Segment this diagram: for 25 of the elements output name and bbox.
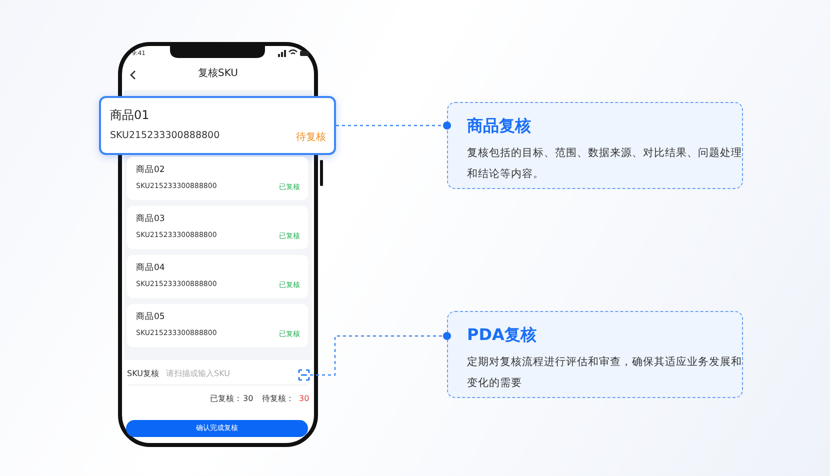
callout-title: PDA复核 bbox=[467, 325, 536, 346]
callout-title: 商品复核 bbox=[467, 116, 531, 137]
count-label: 待复核： bbox=[262, 394, 294, 404]
item-name: 商品05 bbox=[136, 311, 165, 323]
item-name: 商品02 bbox=[136, 164, 165, 176]
input-field: 请扫描或输入SKU bbox=[166, 367, 292, 381]
callout-text: 定期对复核流程进行评估和审查，确保其适应业务发展和变化的需要 bbox=[467, 355, 743, 391]
count-label: 已复核： bbox=[210, 394, 242, 404]
item-card bbox=[127, 157, 308, 200]
item-name: 商品04 bbox=[136, 262, 165, 274]
item-name: 商品03 bbox=[136, 213, 165, 225]
callout-box bbox=[447, 102, 743, 189]
status-text: 待复核 bbox=[296, 130, 326, 144]
screen-title: 复核SKU bbox=[198, 68, 238, 80]
item-card bbox=[99, 96, 336, 155]
item-name: 商品01 bbox=[110, 107, 150, 124]
connector-line bbox=[336, 122, 451, 130]
callout-text: 复核包括的目标、范围、数据来源、对比结果、问题处理和结论等内容。 bbox=[467, 146, 743, 182]
field-label: SKU复核 bbox=[127, 369, 159, 379]
sku-code: SKU215233300888800 bbox=[110, 130, 220, 141]
connector-line bbox=[310, 332, 451, 376]
callout-box bbox=[447, 311, 743, 398]
count-value: 30 bbox=[299, 394, 310, 404]
count-value: 30 bbox=[243, 394, 254, 404]
scan-icon bbox=[298, 369, 310, 381]
